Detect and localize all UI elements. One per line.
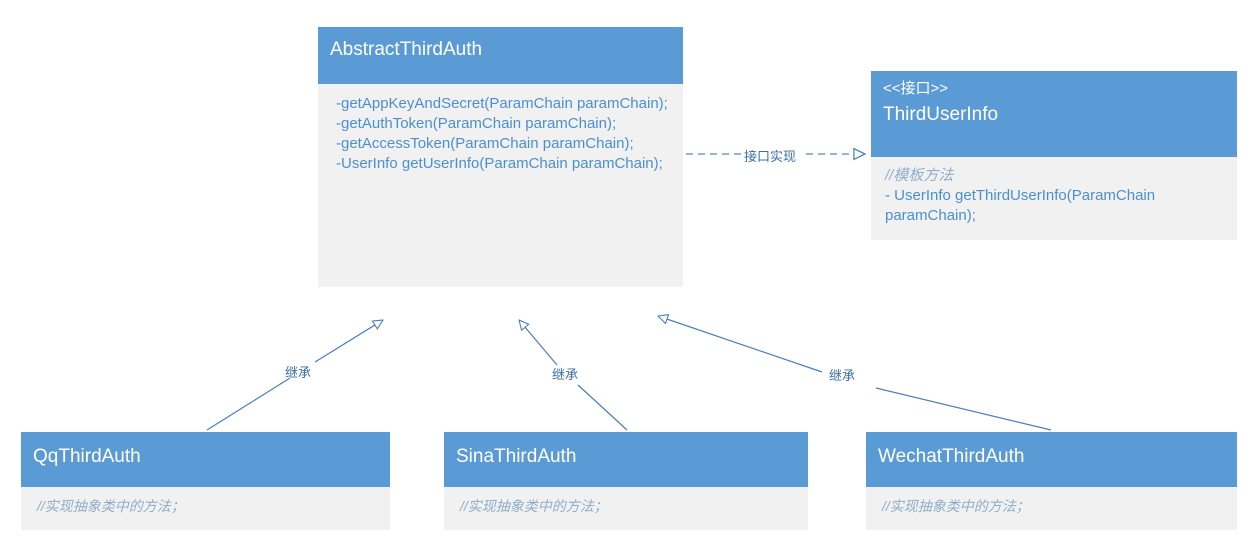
class-box-third-user-info[interactable]: <<接口>> ThirdUserInfo //模板方法 - UserInfo g… [871, 71, 1237, 240]
class-body-qq-third-auth: //实现抽象类中的方法； [21, 487, 390, 526]
class-member: -UserInfo getUserInfo(ParamChain paramCh… [336, 154, 663, 172]
class-body-abstract-third-auth: -getAppKeyAndSecret(ParamChain paramChai… [318, 84, 683, 184]
class-member: - UserInfo getThirdUserInfo(ParamChain p… [885, 186, 1156, 224]
class-comment: //实现抽象类中的方法； [882, 498, 1030, 514]
class-body-third-user-info: //模板方法 - UserInfo getThirdUserInfo(Param… [871, 157, 1237, 236]
class-stereotype-third-user-info: <<接口>> [883, 80, 949, 97]
class-title-third-user-info: ThirdUserInfo [883, 104, 999, 125]
class-box-wechat-third-auth[interactable]: WechatThirdAuth //实现抽象类中的方法； [866, 432, 1237, 530]
class-header-abstract-third-auth: AbstractThirdAuth [318, 27, 683, 84]
connector-label-realization: 接口实现 [744, 149, 797, 164]
connector-label-inheritance-wechat: 继承 [829, 368, 856, 383]
class-header-qq-third-auth: QqThirdAuth [21, 432, 390, 487]
class-box-sina-third-auth[interactable]: SinaThirdAuth //实现抽象类中的方法； [444, 432, 808, 530]
class-comment: //模板方法 [885, 167, 954, 184]
class-member: -getAppKeyAndSecret(ParamChain paramChai… [336, 95, 668, 112]
class-box-abstract-third-auth[interactable]: AbstractThirdAuth -getAppKeyAndSecret(Pa… [318, 27, 683, 287]
class-title-qq-third-auth: QqThirdAuth [33, 446, 141, 467]
class-comment: //实现抽象类中的方法； [37, 498, 185, 514]
class-header-sina-third-auth: SinaThirdAuth [444, 432, 808, 487]
connector-label-inheritance-qq: 继承 [285, 365, 312, 380]
class-title-abstract-third-auth: AbstractThirdAuth [330, 39, 483, 60]
class-body-sina-third-auth: //实现抽象类中的方法； [444, 487, 808, 526]
class-body-wechat-third-auth: //实现抽象类中的方法； [866, 487, 1237, 526]
class-box-qq-third-auth[interactable]: QqThirdAuth //实现抽象类中的方法； [21, 432, 390, 530]
class-comment: //实现抽象类中的方法； [460, 498, 608, 514]
class-header-third-user-info: <<接口>> ThirdUserInfo [871, 71, 1237, 157]
class-header-wechat-third-auth: WechatThirdAuth [866, 432, 1237, 487]
class-title-sina-third-auth: SinaThirdAuth [456, 446, 577, 467]
class-member: -getAuthToken(ParamChain paramChain); [336, 114, 617, 132]
class-title-wechat-third-auth: WechatThirdAuth [878, 446, 1025, 467]
connector-label-inheritance-sina: 继承 [552, 367, 579, 382]
class-member: -getAccessToken(ParamChain paramChain); [336, 134, 634, 152]
